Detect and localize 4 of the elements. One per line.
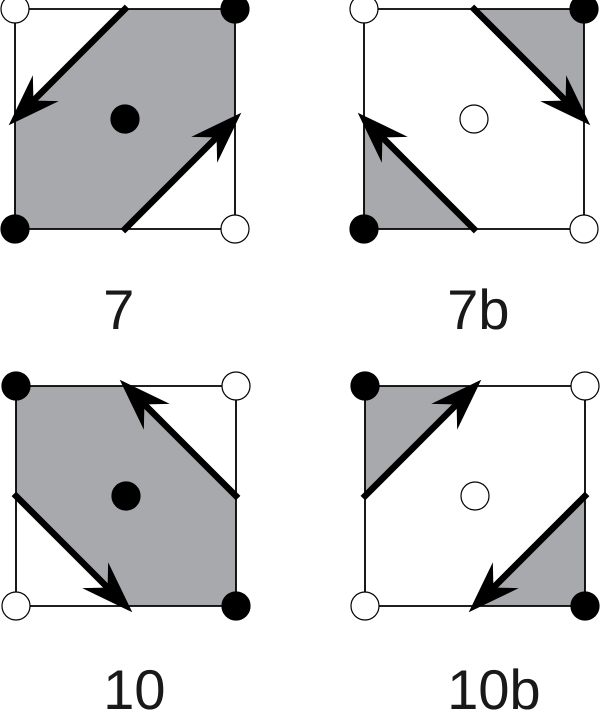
case-label: 10 — [107, 670, 164, 710]
case-label: 7 — [106, 290, 132, 329]
case-label: 10b — [451, 668, 538, 710]
case-label: 7b — [450, 288, 508, 330]
